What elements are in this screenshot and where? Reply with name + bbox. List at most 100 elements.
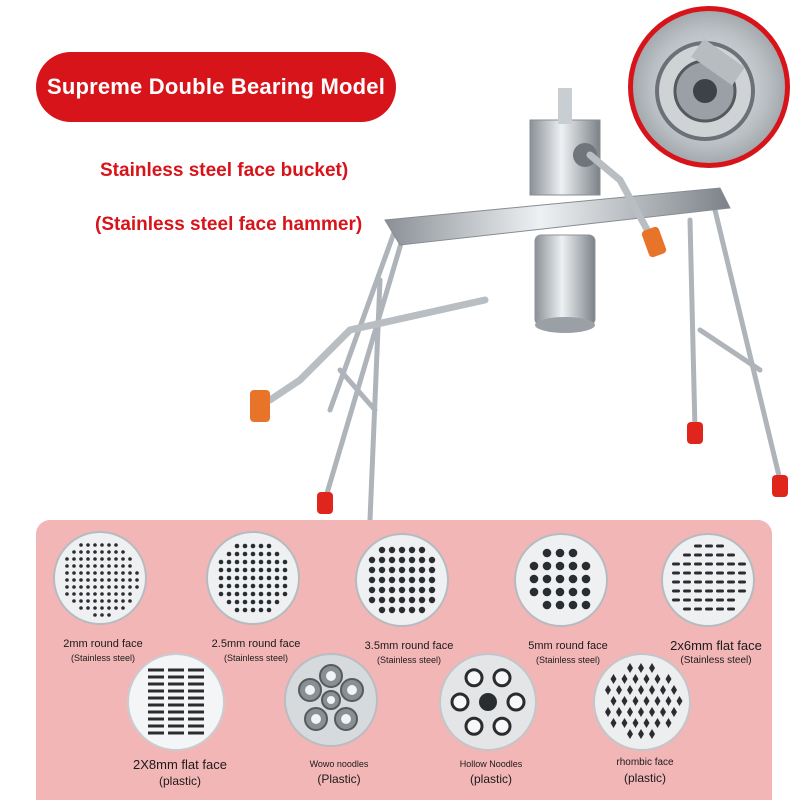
die-hole (107, 585, 111, 589)
die-hole (398, 566, 406, 574)
die-name: 2.5mm round face (211, 638, 301, 650)
die-hole (226, 599, 232, 605)
die-hole (398, 596, 406, 604)
die-hole (250, 543, 256, 549)
die-hole (568, 548, 578, 558)
die-hole (388, 566, 396, 574)
die-hole (135, 585, 139, 589)
die-slot (738, 580, 746, 584)
die-ring (311, 714, 321, 724)
die-hole (266, 575, 272, 581)
die-wowo-noodles (284, 653, 378, 747)
die-hole (266, 543, 272, 549)
die-hole (135, 571, 139, 575)
die-hole (605, 685, 611, 695)
die-hole (542, 548, 552, 558)
die-slot (683, 589, 691, 593)
die-label: 2mm round face (Stainless steel) (48, 638, 158, 663)
die-slot (716, 544, 724, 548)
die-hole (378, 606, 386, 614)
die-hole (665, 718, 672, 728)
die-ring (326, 695, 336, 705)
die-hole (282, 575, 288, 581)
die-2x8mm-flat-face (127, 653, 225, 751)
die-2x6mm-flat-face (661, 533, 755, 627)
die-hole (638, 685, 644, 695)
die-hole (79, 592, 83, 596)
die-slot (716, 598, 724, 602)
die-hole (79, 550, 83, 554)
die-hole (378, 596, 386, 604)
die-hole (234, 567, 240, 573)
die-hole (218, 559, 224, 565)
die-hole (107, 613, 111, 617)
die-2mm-round-face (53, 531, 147, 625)
die-slot (738, 589, 746, 593)
die-hole (654, 696, 661, 706)
die-hole (86, 564, 90, 568)
die-hole (100, 585, 104, 589)
die-slot (683, 553, 691, 557)
die-hole (93, 571, 97, 575)
die-hole (226, 591, 232, 597)
die-hole (258, 575, 264, 581)
die-hole (621, 696, 628, 706)
die-slot (694, 580, 702, 584)
die-name: 5mm round face (528, 640, 608, 652)
die-hole (114, 557, 118, 561)
die-hole (114, 564, 118, 568)
die-hole (398, 556, 406, 564)
die-hole (79, 564, 83, 568)
die-slot (727, 607, 735, 611)
die-hole (568, 600, 578, 610)
die-hole (649, 685, 655, 695)
die-hole (107, 550, 111, 554)
die-hole (428, 566, 436, 574)
die-hole (408, 546, 416, 554)
die-hole (368, 576, 376, 584)
die-hole (86, 543, 90, 547)
die-slot (705, 607, 713, 611)
die-slot (672, 589, 680, 593)
die-slot (727, 598, 735, 602)
die-hole (408, 566, 416, 574)
die-hole (79, 543, 83, 547)
noodle-press-image (250, 88, 788, 520)
die-slot (694, 589, 702, 593)
die-hole (378, 586, 386, 594)
die-ring (326, 671, 336, 681)
die-hole (72, 578, 76, 582)
die-hole (418, 546, 426, 554)
die-hole (274, 583, 280, 589)
die-hole (418, 586, 426, 594)
die-hole (282, 583, 288, 589)
die-material: (plastic) (158, 774, 201, 788)
die-hole (93, 550, 97, 554)
die-hole (72, 550, 76, 554)
die-hole (121, 592, 125, 596)
die-slot (168, 703, 184, 707)
die-hole (555, 548, 565, 558)
die-hole (250, 551, 256, 557)
die-slot (705, 580, 713, 584)
die-hole (86, 550, 90, 554)
die-material: (Plastic) (317, 772, 361, 786)
die-slot (168, 717, 184, 721)
die-hole (555, 561, 565, 571)
crank-handle (250, 390, 270, 422)
die-hole (234, 591, 240, 597)
die-hole (107, 599, 111, 603)
die-hole (107, 592, 111, 596)
die-hole (258, 559, 264, 565)
die-slot (168, 682, 184, 686)
die-hole (107, 543, 111, 547)
die-hole (266, 607, 272, 613)
die-hole (388, 546, 396, 554)
die-slot (705, 598, 713, 602)
die-hole (65, 557, 69, 561)
die-material: (Stainless steel) (376, 655, 442, 665)
die-hole (643, 674, 650, 684)
die-slot (727, 589, 735, 593)
die-hole (568, 587, 578, 597)
die-slot (188, 703, 204, 707)
